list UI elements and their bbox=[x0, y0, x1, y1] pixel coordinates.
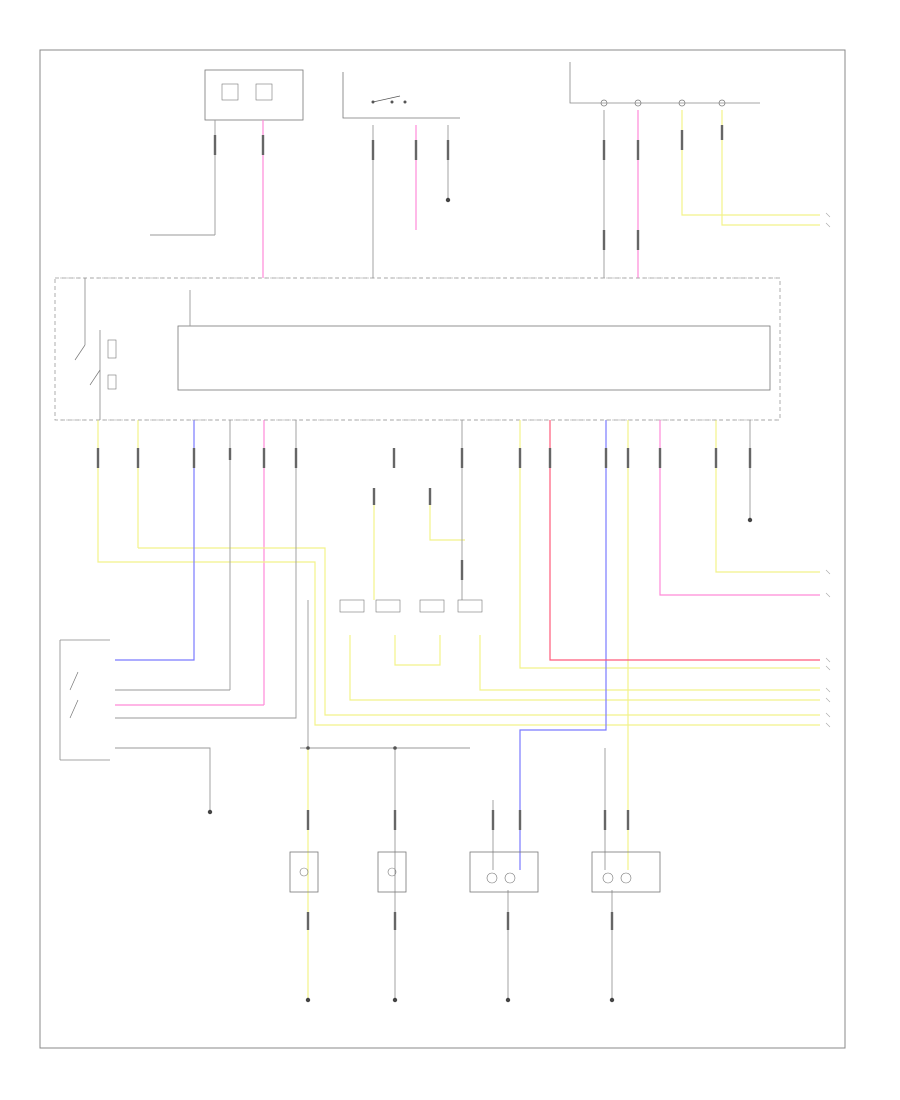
intermediate-connectors bbox=[339, 599, 483, 613]
ground-symbols bbox=[207, 197, 753, 1003]
lamp-right-rear bbox=[591, 851, 661, 893]
wire-end-ticks bbox=[825, 212, 831, 728]
lamp-right-front bbox=[377, 851, 407, 893]
main-module-outline bbox=[54, 277, 781, 421]
fuse-box-top-left bbox=[204, 69, 304, 121]
lamp-left-rear bbox=[469, 851, 539, 893]
switch-top-center bbox=[342, 72, 460, 119]
main-module-inner bbox=[177, 325, 771, 391]
connector-marks bbox=[96, 125, 752, 930]
bus-lines bbox=[60, 277, 778, 421]
internal-relay bbox=[74, 278, 117, 420]
switch-bottom-left bbox=[59, 639, 110, 761]
wires-gray bbox=[115, 110, 751, 1000]
outer-frame bbox=[39, 49, 846, 1049]
splice-dots bbox=[306, 746, 397, 750]
wires-blue bbox=[115, 420, 607, 870]
lamp-left-front bbox=[289, 851, 319, 893]
instrument-cluster-bracket bbox=[569, 62, 760, 107]
wires-pink bbox=[115, 110, 820, 706]
wires-red bbox=[549, 420, 820, 661]
wires-yellow bbox=[97, 110, 820, 1000]
